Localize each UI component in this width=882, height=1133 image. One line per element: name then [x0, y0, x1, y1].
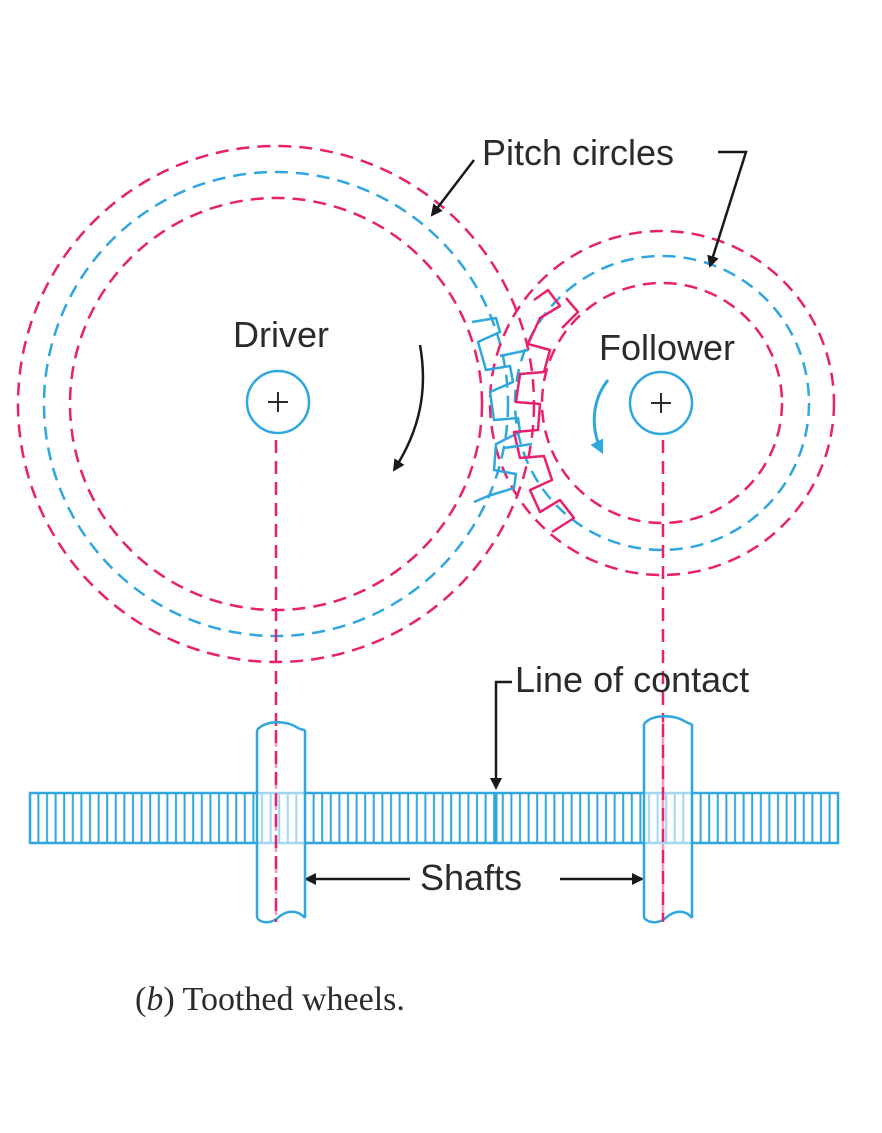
follower-shaft: [642, 715, 694, 924]
figure-caption: (b) Toothed wheels.: [135, 981, 405, 1018]
meshing-teeth: [471, 288, 580, 534]
line-of-contact-pointer: [490, 680, 512, 790]
driver-teeth: [471, 316, 522, 504]
follower-rotation-arrow: [590, 379, 610, 455]
pitch-circles-pointer-left: [430, 159, 475, 217]
follower-outer-circle: [488, 229, 836, 577]
caption-text: Toothed wheels.: [183, 981, 405, 1018]
pitch-circles-pointer-right: [707, 150, 748, 268]
caption-letter: b: [146, 981, 163, 1018]
driver-rotation-arrow: [392, 344, 425, 472]
line-of-contact-label: Line of contact: [515, 659, 749, 700]
pitch-circles-label: Pitch circles: [482, 132, 674, 173]
driver-label: Driver: [233, 314, 329, 355]
follower-root-circle: [540, 281, 784, 525]
follower-pitch-circle: [513, 254, 811, 552]
driver-shaft: [255, 721, 307, 924]
follower-label: Follower: [599, 327, 735, 368]
follower-teeth: [512, 288, 576, 534]
gear-face-band: [28, 791, 840, 845]
shafts-label: Shafts: [420, 857, 522, 898]
